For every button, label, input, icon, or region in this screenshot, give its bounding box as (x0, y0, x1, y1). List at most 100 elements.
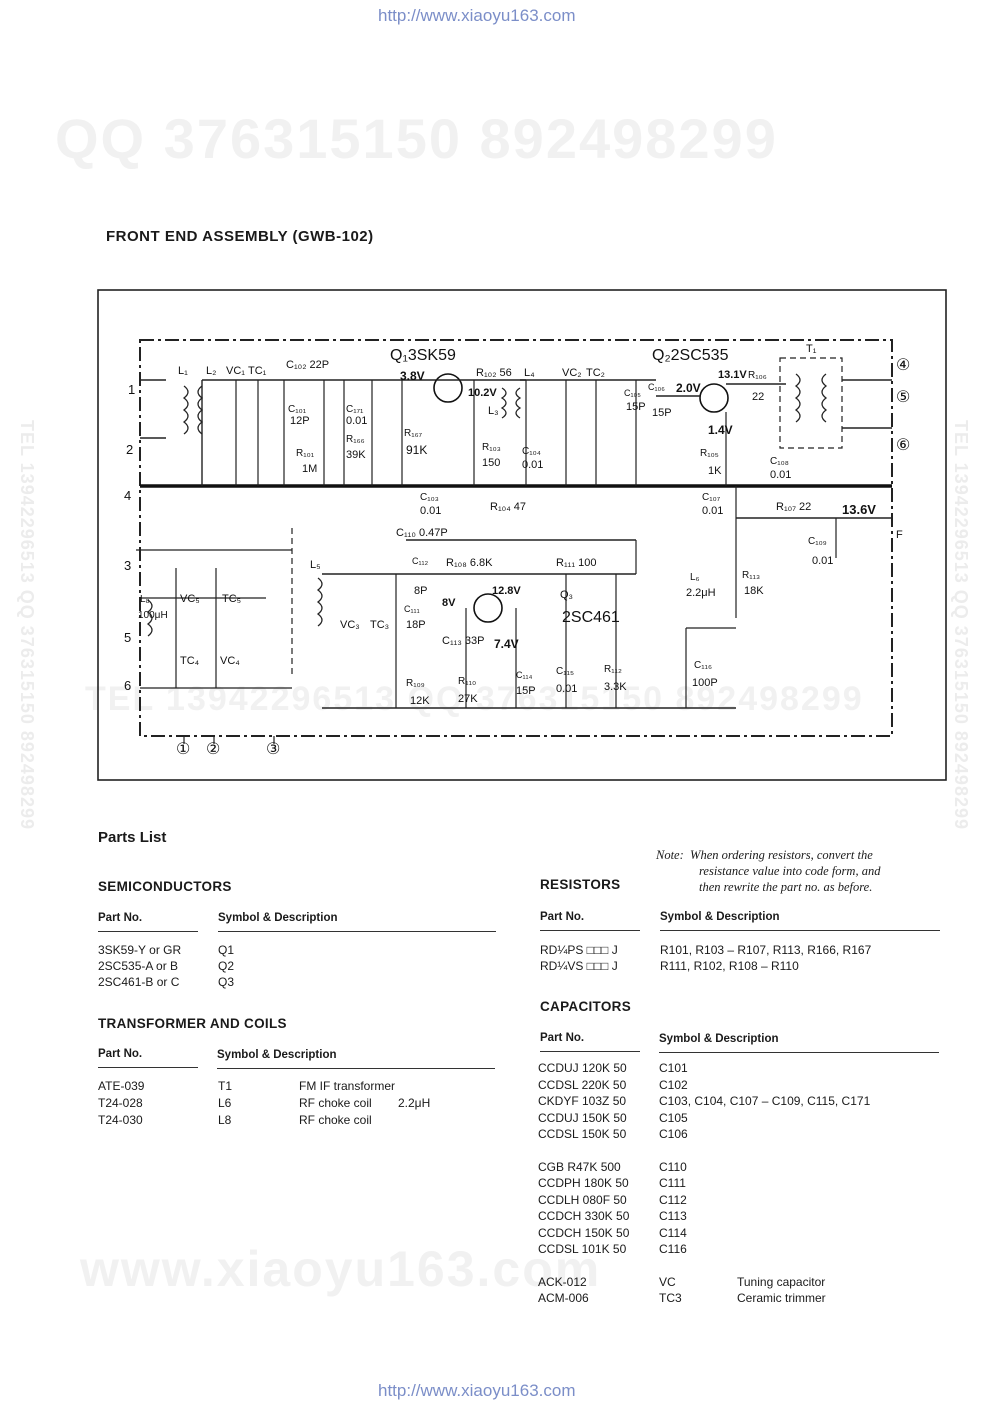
row-part: RD¼PS □□□ J (540, 943, 618, 957)
c103v-label: 0.01 (420, 505, 441, 517)
row-part: CCDSL 101K 50 (538, 1242, 627, 1256)
vc3-label: VC₃ (340, 619, 360, 631)
r166v-label: 39K (346, 449, 366, 461)
vc4-label: VC₄ (220, 655, 240, 667)
row-symbol: T1 (218, 1079, 233, 1093)
footer-url[interactable]: http://www.xiaoyu163.com (378, 1381, 576, 1400)
c107v-label: 0.01 (702, 505, 723, 517)
c105v-label: 15P (626, 401, 646, 413)
v136-label: 13.6V (842, 502, 876, 517)
pin-3-label: 3 (124, 558, 131, 573)
tc2-label: TC₂ (586, 367, 605, 379)
row-symbol: C114 (659, 1225, 687, 1240)
resistors-heading: RESISTORS (540, 877, 621, 892)
row-part: CCDCH 330K 50 (538, 1209, 630, 1223)
row-part: CKDYF 103Z 50 (538, 1094, 627, 1108)
r107-label: R₁₀₇ 22 (776, 501, 811, 513)
c108-label: C₁₀₈ (770, 456, 789, 467)
watermark-bottom: www.xiaoyu163.com (80, 1241, 602, 1297)
row-part: CCDPH 180K 50 (538, 1176, 629, 1190)
row-desc: RF choke coil (299, 1113, 372, 1127)
pin-1-label: 1 (128, 382, 135, 397)
pin-4-label: 4 (124, 488, 131, 503)
v128-label: 12.8V (492, 585, 521, 597)
v20-label: 2.0V (676, 381, 701, 395)
r102-label: R₁₀₂ 56 (476, 367, 512, 379)
row-part: T24-030 (98, 1113, 143, 1127)
l1-label: L₁ (178, 365, 188, 377)
watermark-middle: TEL 13942296513 QQ 376315150 892498299 (85, 680, 864, 718)
row-symbol: Q3 (218, 975, 235, 989)
row-symbol: C106 (659, 1127, 688, 1141)
transformer-heading: TRANSFORMER AND COILS (98, 1016, 287, 1031)
r110-label: R₁₁₀ (458, 676, 476, 687)
c104-label: C₁₀₄ (522, 446, 541, 457)
v8-label: 8V (442, 597, 456, 609)
r167-label: R₁₆₇ (404, 428, 423, 439)
c106-label: C₁₀₆ (648, 382, 665, 392)
tc-col-part: Part No. (98, 1048, 143, 1060)
tc5-label: TC₅ (222, 593, 241, 605)
c114v-label: 15P (516, 685, 536, 697)
tc3-label: TC₃ (370, 619, 389, 631)
r105-label: R₁₀₅ (700, 448, 719, 459)
table-row: ACM-006 TC3 Ceramic trimmer (538, 1291, 938, 1308)
semiconductors-heading: SEMICONDUCTORS (98, 879, 232, 894)
row-part: T24-028 (98, 1096, 143, 1110)
l5-label: L₅ (310, 559, 321, 571)
c105-label: C₁₀₅ (624, 388, 641, 398)
resistor-note: Note: When ordering resistors, convert t… (656, 847, 880, 895)
row-symbol: R101, R103 – R107, R113, R166, R167 (660, 943, 872, 957)
v74-label: 7.4V (494, 637, 519, 651)
c171-label: C₁₇₁ (346, 404, 364, 415)
table-row: CGB R47K 500 C110 (538, 1160, 938, 1177)
note-line-2: resistance value into code form, and (699, 864, 881, 878)
row-desc: RF choke coil (299, 1096, 372, 1110)
capacitors-table: CCDUJ 120K 50 C101 CCDSL 220K 50 C102 CK… (538, 1061, 938, 1308)
watermark-left-side: TEL 13942296513 QQ 376315150 892498299 (17, 420, 37, 830)
r105v-label: 1K (708, 465, 722, 477)
header-url[interactable]: http://www.xiaoyu163.com (378, 6, 576, 25)
c103-label: C₁₀₃ (420, 492, 439, 503)
c108v-label: 0.01 (770, 469, 791, 481)
c116v-label: 100P (692, 677, 718, 689)
r112v-label: 3.3K (604, 681, 627, 693)
l2-label: L₂ (206, 365, 216, 377)
r167v-label: 91K (406, 443, 427, 457)
row-symbol: C103, C104, C107 – C109, C115, C171 (659, 1094, 871, 1108)
r113-label: R₁₁₃ (742, 570, 760, 581)
cap-col-symbol: Symbol & Description (659, 1033, 779, 1045)
table-row: ACK-012 VC Tuning capacitor (538, 1275, 938, 1292)
r109-label: R₁₀₉ (406, 678, 425, 689)
r103v-label: 150 (482, 457, 500, 469)
table-row: CCDCH 150K 50 C114 (538, 1226, 938, 1243)
l8-label: L₈ (140, 594, 150, 605)
row-part: CCDSL 150K 50 (538, 1127, 627, 1141)
tc-col-symbol: Symbol & Description (217, 1049, 337, 1061)
note-line-3: then rewrite the part no. as before. (699, 880, 873, 894)
row-part: CCDLH 080F 50 (538, 1192, 627, 1207)
pin-5-label: 5 (124, 630, 131, 645)
vc1-label: VC₁ (226, 365, 245, 377)
c104v-label: 0.01 (522, 459, 543, 471)
r110v-label: 27K (458, 693, 478, 705)
r108-label: R₁₀₈ 6.8K (446, 557, 493, 569)
r111-label: R₁₁₁ 100 (556, 557, 597, 569)
out-6-label: ⑥ (896, 437, 910, 454)
table-row: CCDCH 330K 50 C113 (538, 1209, 938, 1226)
vc2-label: VC₂ (562, 367, 582, 379)
row-symbol: C105 (659, 1110, 688, 1125)
c116-label: C₁₁₆ (694, 660, 712, 671)
parts-list-title: Parts List (98, 829, 167, 846)
row-part: CCDUJ 150K 50 (538, 1110, 627, 1125)
res-col-part: Part No. (540, 911, 585, 923)
row-symbol: C110 (659, 1159, 687, 1174)
term-2-label: ② (206, 741, 220, 758)
row-part: 2SC535-A or B (98, 959, 179, 973)
row-desc: Ceramic trimmer (737, 1291, 826, 1305)
c171v-label: 0.01 (346, 415, 367, 427)
c101-label: C₁₀₁ (288, 404, 307, 415)
c109v-label: 0.01 (812, 555, 833, 567)
row-desc: Tuning capacitor (737, 1274, 826, 1289)
c111v-label: 18P (406, 619, 426, 631)
